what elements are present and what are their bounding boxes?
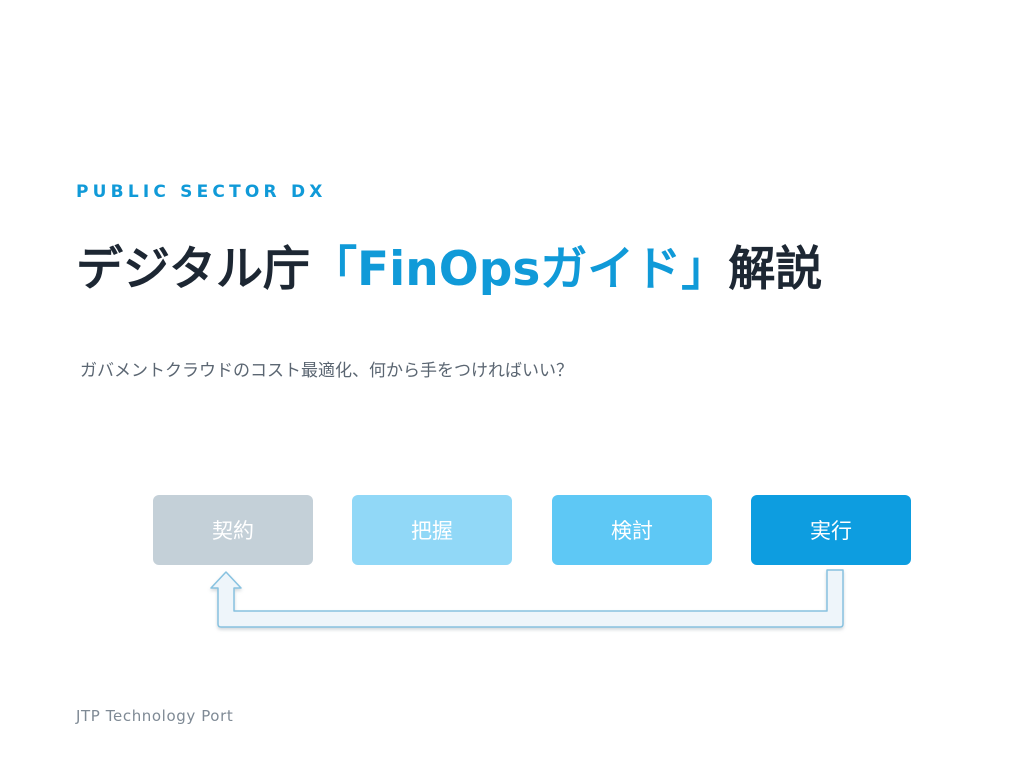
step-label: 把握 <box>411 519 453 543</box>
step-box-execute: 実行 <box>751 495 911 565</box>
step-box-contract: 契約 <box>153 495 313 565</box>
loop-arrow-path <box>210 569 844 628</box>
footer-brand: JTP Technology Port <box>76 707 234 725</box>
step-label: 契約 <box>212 519 254 543</box>
step-label: 実行 <box>810 519 852 543</box>
page-title: デジタル庁「FinOpsガイド」解説 <box>76 242 822 298</box>
eyebrow-label: PUBLIC SECTOR DX <box>76 182 327 202</box>
page-title-prefix: デジタル庁 <box>76 242 311 297</box>
page-subtitle: ガバメントクラウドのコスト最適化、何から手をつければいい？ <box>80 361 573 381</box>
step-label: 検討 <box>611 519 653 543</box>
page-title-suffix: 解説 <box>728 242 823 297</box>
step-box-review: 検討 <box>552 495 712 565</box>
step-box-understand: 把握 <box>352 495 512 565</box>
page-title-accent: 「FinOpsガイド」 <box>310 242 729 297</box>
